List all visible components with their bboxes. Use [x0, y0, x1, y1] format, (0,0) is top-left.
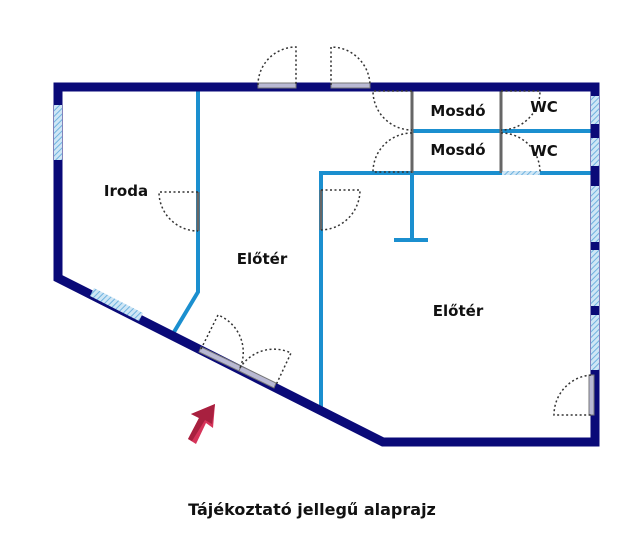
window: [591, 138, 599, 166]
office-wall: [172, 90, 200, 334]
room-label-wc-1: WC: [530, 98, 558, 116]
room-label-hall-right: Előtér: [433, 302, 484, 320]
room-label-washroom-1: Mosdó: [430, 102, 485, 120]
window: [591, 96, 599, 124]
windows: [54, 96, 599, 370]
window: [591, 186, 599, 242]
room-label-hall-left: Előtér: [237, 250, 288, 268]
window: [591, 250, 599, 306]
room-label-wc-2: WC: [530, 142, 558, 160]
room-label-office: Iroda: [104, 182, 148, 200]
door-leaves: [198, 82, 595, 416]
washroom-partitions: [196, 91, 503, 231]
entrance-arrow-icon: [188, 404, 215, 444]
inner-walls: [172, 90, 595, 407]
outer-wall: [53, 82, 600, 447]
window: [54, 105, 62, 160]
window: [591, 315, 599, 370]
hall-divider-wall: [319, 171, 595, 407]
window: [90, 288, 143, 321]
plan-caption: Tájékoztató jellegű alaprajz: [188, 500, 436, 519]
door-swings: [158, 46, 592, 416]
window: [502, 171, 540, 175]
room-label-washroom-2: Mosdó: [430, 141, 485, 159]
